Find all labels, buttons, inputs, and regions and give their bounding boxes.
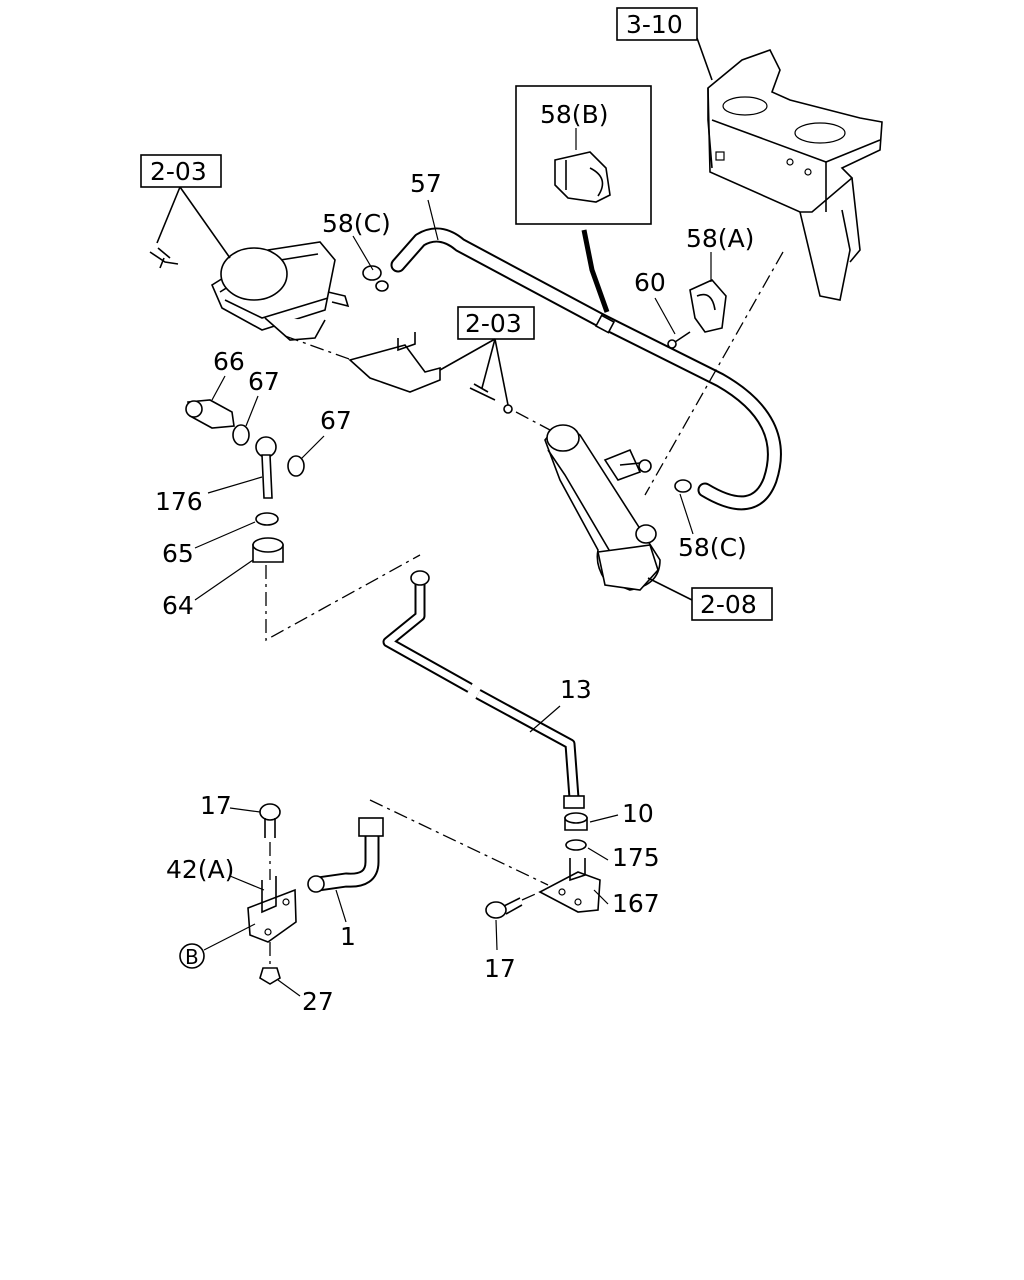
callout-60: 60 xyxy=(634,268,666,297)
callout-67-a: 67 xyxy=(248,367,280,396)
screw-60 xyxy=(667,331,691,349)
washer-65 xyxy=(255,512,279,526)
ref-box-2-03-mid xyxy=(457,306,535,340)
callout-58c-right: 58(C) xyxy=(678,533,747,562)
bolt-mid xyxy=(469,383,513,414)
inset-label: 58(B) xyxy=(540,100,608,129)
reservoir-tank-drawing xyxy=(210,241,350,341)
master-cylinder-drawing xyxy=(544,424,661,591)
bracket-42a xyxy=(247,876,297,943)
callout-1: 1 xyxy=(340,922,356,951)
callout-10: 10 xyxy=(622,799,654,828)
nut-64 xyxy=(252,537,284,563)
union-176 xyxy=(255,436,277,499)
ref-label-2-03-top: 2-03 xyxy=(150,157,207,186)
mounting-bracket-drawing xyxy=(707,49,883,301)
bolt-17-top xyxy=(259,803,281,838)
small-bracket-drawing xyxy=(348,332,441,393)
callout-17-top: 17 xyxy=(200,791,232,820)
callout-58c-top: 58(C) xyxy=(322,209,391,238)
clamp-58c-top xyxy=(362,265,389,292)
callout-17-bottom: 17 xyxy=(484,954,516,983)
ref-box-2-03-top xyxy=(140,154,222,188)
ref-label-3-10: 3-10 xyxy=(626,10,683,39)
ref-label-2-08: 2-08 xyxy=(700,590,757,619)
callout-42a: 42(A) xyxy=(166,855,234,884)
bolt-reservoir xyxy=(149,247,179,269)
nut-27 xyxy=(259,967,281,985)
callout-13: 13 xyxy=(560,675,592,704)
callout-66: 66 xyxy=(213,347,245,376)
clip-58a-drawing xyxy=(689,279,727,333)
ref-label-2-03-mid: 2-03 xyxy=(465,309,522,338)
callout-167: 167 xyxy=(612,889,660,918)
clip-58b-drawing xyxy=(554,151,611,203)
bolt-17-bottom xyxy=(485,897,523,919)
clamp-58c-right xyxy=(638,459,692,493)
bracket-167 xyxy=(538,858,601,913)
callout-58a: 58(A) xyxy=(686,224,754,253)
reference-label-b: B xyxy=(185,945,199,969)
reference-circle-b xyxy=(179,943,205,969)
callout-57: 57 xyxy=(410,169,442,198)
ref-box-2-08 xyxy=(691,587,773,621)
callout-175: 175 xyxy=(612,843,660,872)
callout-64: 64 xyxy=(162,591,194,620)
callout-176: 176 xyxy=(155,487,203,516)
ref-box-3-10 xyxy=(616,7,698,41)
washer-67-a xyxy=(232,424,250,446)
callout-65: 65 xyxy=(162,539,194,568)
nut-10 xyxy=(564,812,588,831)
washer-175 xyxy=(565,839,587,851)
banjo-bolt-66 xyxy=(185,399,235,429)
callout-27: 27 xyxy=(302,987,334,1016)
callout-67-b: 67 xyxy=(320,406,352,435)
washer-67-b xyxy=(287,455,305,477)
